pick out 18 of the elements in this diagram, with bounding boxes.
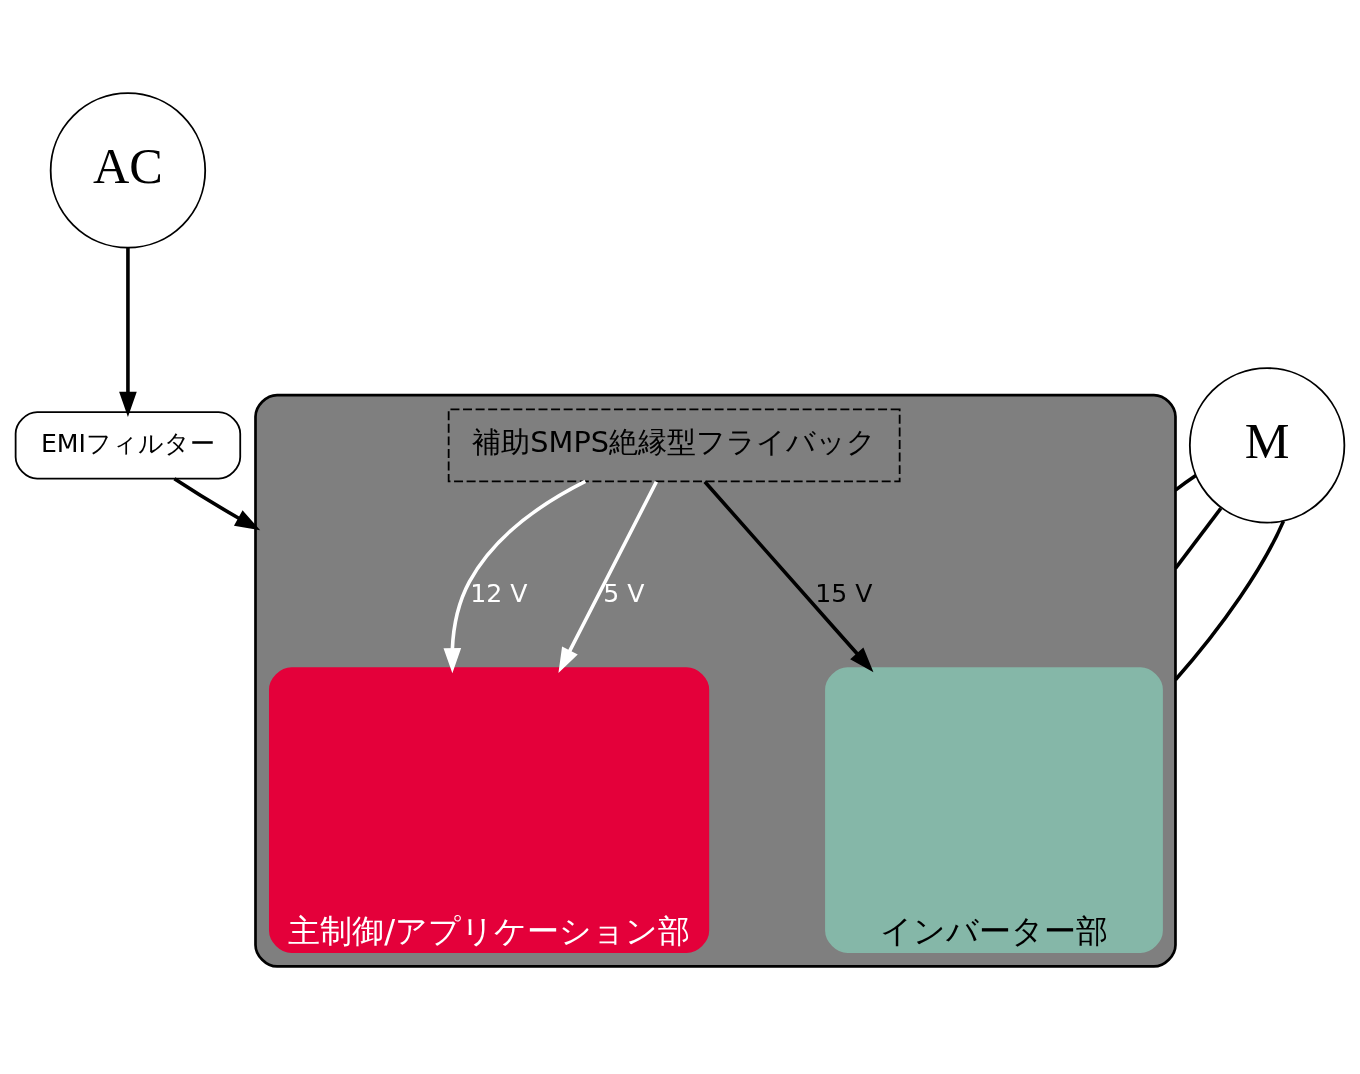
edge-label: 5 V: [603, 579, 645, 609]
node-box: インバーター部: [825, 667, 1163, 953]
edge-label: 15 V: [815, 579, 873, 609]
connector: [1174, 507, 1223, 570]
arrow: [119, 247, 137, 418]
node-box: 主制御/アプリケーション部: [269, 667, 710, 953]
arrow: [443, 479, 587, 674]
arrow: [703, 480, 874, 673]
edge-label: 12 V: [470, 579, 528, 609]
connector: [1174, 520, 1286, 681]
arrow: [558, 480, 658, 673]
cluster: [254, 393, 1177, 968]
node-circle: AC: [49, 92, 207, 249]
node-circle: M: [1188, 367, 1346, 524]
connector: [1174, 474, 1197, 492]
node-box: EMIフィルター: [14, 411, 242, 480]
arrow: [173, 477, 261, 531]
node-box: 補助SMPS絶縁型フライバック: [447, 408, 901, 483]
